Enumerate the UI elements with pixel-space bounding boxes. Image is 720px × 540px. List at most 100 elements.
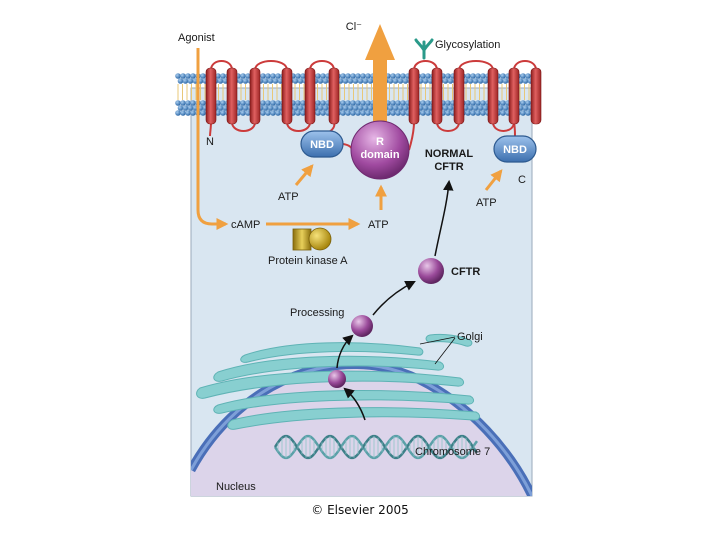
lipid-head <box>190 110 196 116</box>
lipid-head <box>220 73 226 79</box>
lipid-head <box>272 105 279 111</box>
lipid-head <box>242 105 249 111</box>
atp-right-label: ATP <box>476 197 497 209</box>
lipid-head <box>295 73 301 79</box>
lipid-head <box>465 100 471 106</box>
lipid-head <box>350 100 356 106</box>
lipid-head <box>425 100 431 106</box>
lipid-head <box>472 105 479 111</box>
lipid-head <box>322 78 329 84</box>
intracellular-loop <box>231 121 256 132</box>
lipid-head <box>522 105 529 111</box>
lipid-head <box>200 110 206 116</box>
lipid-head <box>345 110 351 116</box>
lipid-head <box>470 110 476 116</box>
lipid-head <box>265 73 271 79</box>
lipid-head <box>317 105 324 111</box>
lipid-head <box>180 73 186 79</box>
lipid-head <box>315 73 321 79</box>
lipid-head <box>240 100 246 106</box>
intracellular-loop <box>286 121 311 132</box>
extracellular-loop <box>458 60 494 71</box>
lipid-head <box>445 110 451 116</box>
lipid-head <box>395 73 401 79</box>
lipid-head <box>265 100 271 106</box>
lipid-head <box>482 105 489 111</box>
cftr-transmembrane-helices <box>205 60 542 151</box>
lipid-head <box>520 110 526 116</box>
helix-cylinder <box>431 67 443 125</box>
lipid-head <box>175 110 181 116</box>
lipid-head <box>315 100 321 106</box>
chromosome-7-dna <box>273 434 479 460</box>
lipid-head <box>392 105 399 111</box>
cftr-label: CFTR <box>451 266 480 278</box>
lipid-head <box>522 78 529 84</box>
lipid-head <box>477 105 484 111</box>
lipid-head <box>237 78 244 84</box>
lipid-head <box>357 105 364 111</box>
lipid-head <box>350 73 356 79</box>
lipid-head <box>525 100 531 106</box>
lipid-head <box>352 78 359 84</box>
lipid-head <box>470 73 476 79</box>
lipid-head <box>270 110 276 116</box>
lipid-head <box>300 73 306 79</box>
vesicle-processing <box>351 315 373 337</box>
lipid-head <box>420 100 426 106</box>
lipid-head <box>387 105 394 111</box>
lipid-head <box>200 100 206 106</box>
helix-cylinder <box>249 67 261 125</box>
lipid-head <box>175 73 181 79</box>
lipid-head <box>390 73 396 79</box>
lipid-head <box>442 105 449 111</box>
lipid-head <box>215 110 221 116</box>
dna-strand-2 <box>273 434 479 460</box>
chromosome-label: Chromosome 7 <box>415 446 490 458</box>
lipid-head <box>525 73 531 79</box>
atp-pka-label: ATP <box>368 219 389 231</box>
lipid-head <box>395 110 401 116</box>
lipid-head <box>525 110 531 116</box>
lipid-head <box>520 73 526 79</box>
lipid-head <box>245 73 251 79</box>
lipid-head <box>482 78 489 84</box>
lipid-head <box>390 110 396 116</box>
lipid-head <box>420 73 426 79</box>
c-terminus-label: C <box>518 174 526 186</box>
protein-kinase-a-label: Protein kinase A <box>268 255 348 267</box>
lipid-head <box>467 78 474 84</box>
lipid-head <box>497 78 504 84</box>
helix-cylinder <box>226 67 238 125</box>
lipid-head <box>242 78 249 84</box>
lipid-head <box>295 100 301 106</box>
helix-cylinder <box>408 67 420 125</box>
lipid-head <box>445 73 451 79</box>
cftr-to-membrane-arrow <box>434 179 454 257</box>
lipid-head <box>267 78 274 84</box>
lipid-head <box>402 105 409 111</box>
lipid-head <box>215 100 221 106</box>
lipid-head <box>502 78 509 84</box>
lipid-head <box>292 78 299 84</box>
golgi-label: Golgi <box>457 331 483 343</box>
lipid-head <box>422 78 429 84</box>
atp-right-arrow <box>484 169 503 191</box>
lipid-head <box>365 73 371 79</box>
lipid-head <box>500 73 506 79</box>
lipid-head <box>365 110 371 116</box>
lipid-head <box>262 105 269 111</box>
lipid-head <box>237 105 244 111</box>
lipid-head <box>297 78 304 84</box>
lipid-head <box>362 105 369 111</box>
lipid-head <box>392 78 399 84</box>
lipid-head <box>342 78 349 84</box>
r-domain-label-line1: R <box>376 136 384 148</box>
lipid-head <box>475 100 481 106</box>
extracellular-loop <box>309 60 335 71</box>
extracellular-loop <box>413 60 438 71</box>
lipid-head <box>300 110 306 116</box>
lipid-head <box>182 78 189 84</box>
lipid-head <box>502 105 509 111</box>
lipid-head <box>185 100 191 106</box>
